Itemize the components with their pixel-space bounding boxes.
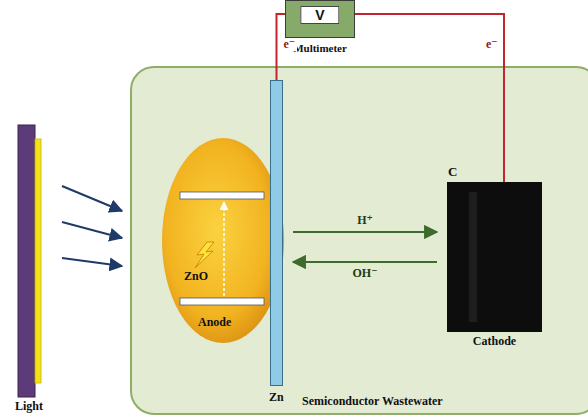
light-ray (62, 222, 122, 238)
cathode-sheen (469, 192, 477, 322)
photon-bolt (195, 242, 214, 268)
zno-particle (162, 138, 284, 343)
electrode-label: Zn (269, 391, 284, 405)
tank-label: Semiconductor Wastewater (302, 395, 443, 409)
light-lamp (35, 139, 41, 383)
zn-electrode: Zn (270, 80, 283, 386)
carbon-cathode: CCathode (447, 182, 542, 332)
multimeter-box: VMultimeter (285, 0, 355, 38)
anode-ellipse (162, 138, 284, 343)
light-ray (62, 186, 122, 211)
light-ray (62, 258, 122, 266)
edge-label: e⁻ (484, 38, 500, 51)
light-panel (18, 125, 42, 397)
valence-band (180, 298, 264, 305)
light-label: Light (15, 400, 43, 414)
meter-reading: V (300, 6, 339, 24)
anode-label: Anode (198, 316, 231, 330)
ion-flow-arrow (293, 231, 437, 233)
conduction-band (180, 192, 264, 199)
anode-material: ZnO (184, 270, 208, 284)
light-frame (18, 125, 35, 397)
meter-label: Multimeter (293, 42, 347, 55)
light-source: Light (18, 125, 42, 397)
cathode-label: Cathode (473, 335, 516, 349)
edge-label: OH⁻ (350, 267, 379, 280)
edge-label: e⁻ (282, 38, 298, 51)
wastewater-tank: Semiconductor WastewaterZnOAnodeZnCCatho… (130, 66, 588, 415)
external-wire (355, 14, 504, 182)
zno-anode: ZnO Anode (162, 138, 284, 343)
edge-label: H⁺ (355, 214, 375, 227)
cathode-body (447, 182, 542, 332)
cathode-block (447, 182, 542, 332)
cathode-symbol: C (448, 165, 457, 180)
ion-flow-arrow (293, 261, 437, 263)
electron-excitation (223, 202, 225, 296)
